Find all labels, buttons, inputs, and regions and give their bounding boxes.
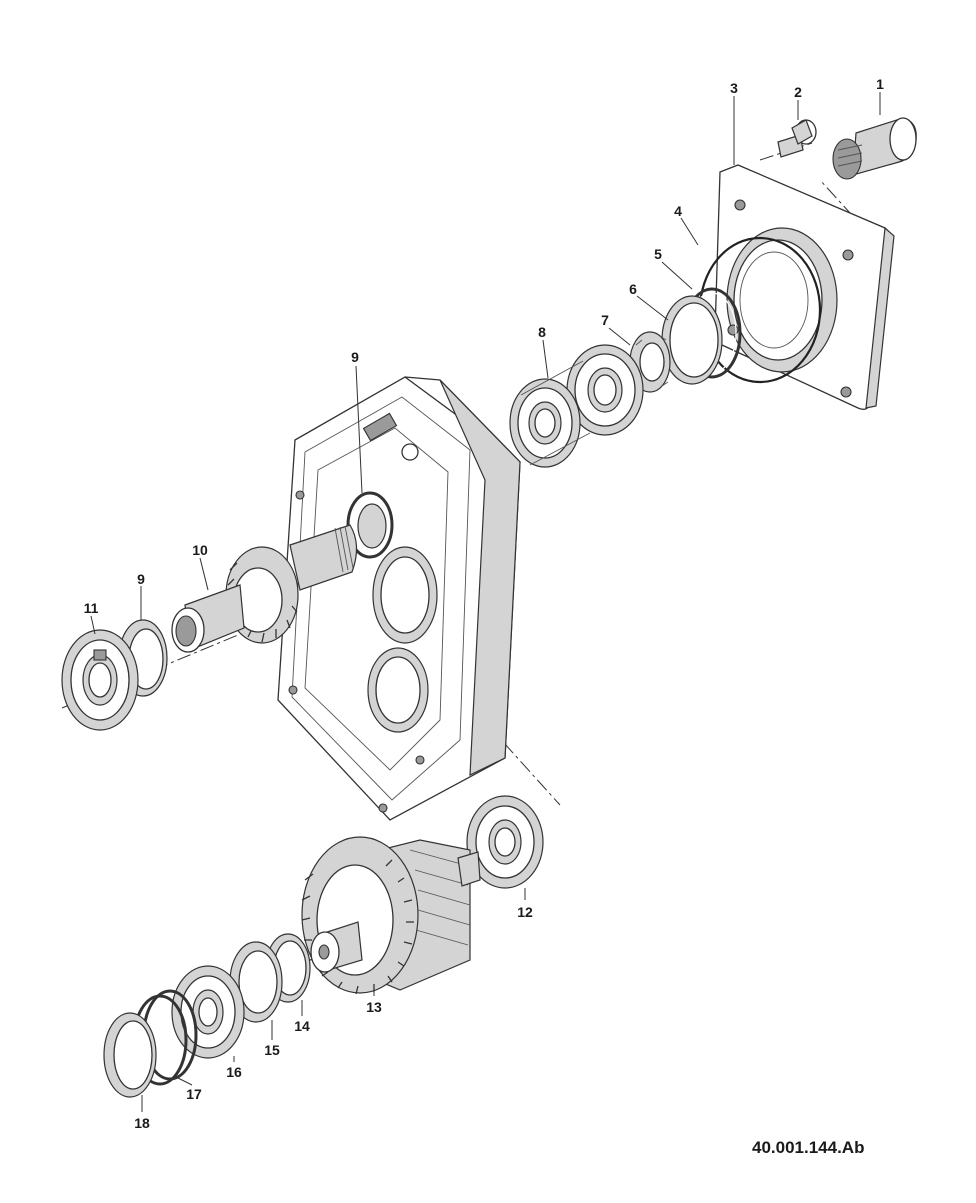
- part-label-14: 14: [294, 1018, 310, 1034]
- part-2-bolt: [777, 119, 817, 158]
- part-label-2: 2: [794, 84, 802, 100]
- part-label-9-lower: 9: [137, 571, 145, 587]
- part-9-upper-snap-ring: [346, 491, 394, 559]
- gearbox-housing: [277, 376, 521, 821]
- part-label-6: 6: [629, 281, 637, 297]
- part-label-15: 15: [264, 1042, 280, 1058]
- part-label-3: 3: [730, 80, 738, 96]
- part-label-17: 17: [186, 1086, 202, 1102]
- part-1-coupling: [832, 117, 917, 180]
- part-16-bearing: [171, 965, 245, 1059]
- part-label-12: 12: [517, 904, 533, 920]
- part-label-9-upper: 9: [351, 349, 359, 365]
- part-label-4: 4: [674, 203, 682, 219]
- part-13-cluster-gear: [301, 836, 481, 995]
- diagram-reference-code: 40.001.144.Ab: [752, 1138, 865, 1157]
- part-labels: 1 2 3 4 5 6 7 8 9 9 10 11 12 13 14 15 16…: [84, 76, 885, 1131]
- part-8-bearing-pair: [509, 344, 644, 468]
- part-label-10: 10: [192, 542, 208, 558]
- part-label-1: 1: [876, 76, 884, 92]
- part-label-5: 5: [654, 246, 662, 262]
- part-11-bearing: [61, 629, 139, 731]
- part-label-11: 11: [84, 600, 99, 616]
- part-12-bearing: [466, 795, 544, 889]
- part-3-flange-cover: [714, 164, 895, 410]
- part-label-7: 7: [601, 312, 609, 328]
- part-10-pinion-shaft: [171, 524, 358, 653]
- leader-lines: [90, 92, 881, 1112]
- part-label-16: 16: [226, 1064, 242, 1080]
- part-label-13: 13: [366, 999, 382, 1015]
- part-6-shim-ring: [661, 295, 723, 385]
- part-18-shim-ring: [103, 1012, 157, 1098]
- part-label-8: 8: [538, 324, 546, 340]
- part-label-18: 18: [134, 1115, 150, 1131]
